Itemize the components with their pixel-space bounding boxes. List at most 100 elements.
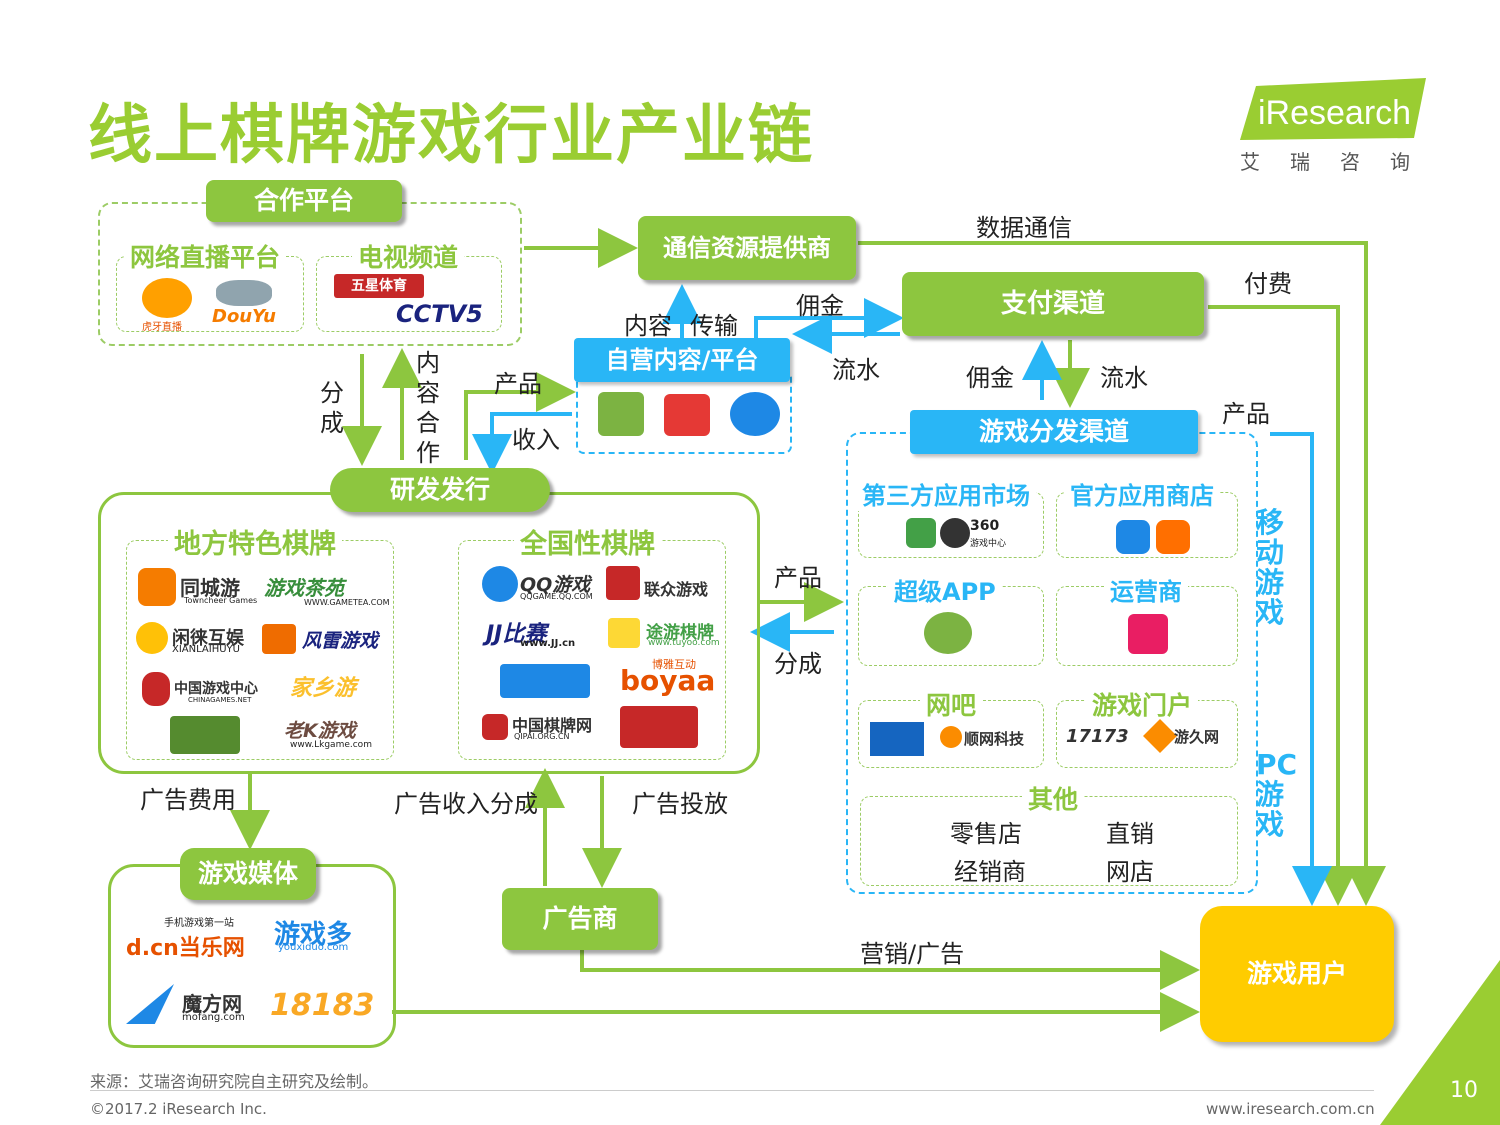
chinagames-text: 中国游戏中心: [174, 681, 258, 697]
cctv5-logo: CCTV5: [396, 300, 483, 328]
income-label: 收入: [512, 426, 560, 454]
commission-right-label: 佣金: [966, 364, 1014, 392]
qqgame-text: QQ游戏: [520, 574, 591, 596]
sina-logo: [870, 722, 924, 756]
iresearch-logo: iResearch: [1240, 78, 1426, 140]
gametea-text: 游戏茶苑: [264, 576, 344, 600]
18183-text: 18183: [270, 988, 375, 1023]
tuyoo-icon: [608, 618, 640, 648]
boyaa-cn-text: 博雅互动: [652, 658, 696, 671]
xianlai-en: XIANLAIHUYU: [172, 644, 240, 655]
laok-url: www.Lkgame.com: [290, 740, 372, 750]
corner-triangle: [1380, 960, 1500, 1125]
commission-top-label: 佣金: [796, 292, 844, 320]
direct-label: 直销: [1106, 820, 1154, 848]
360-text: 360: [970, 518, 1000, 534]
shunwang-icon: [940, 726, 962, 748]
qipai-text: 中国棋牌网: [512, 716, 593, 735]
live-platform-label: 网络直播平台: [124, 238, 287, 274]
huya-logo: [142, 278, 192, 318]
share-mid-label: 分成: [774, 650, 822, 678]
data-comm-label: 数据通信: [976, 214, 1072, 242]
footer-url: www.iresearch.com.cn: [1206, 1100, 1375, 1118]
marketing-label: 营销/广告: [860, 940, 965, 968]
pokercity-logo: [620, 706, 698, 748]
ad-fee-label: 广告费用: [140, 786, 236, 814]
shijie-logo: [500, 664, 590, 698]
content-coop-label: 内容合作: [416, 349, 440, 467]
qipai-url: QIPAI.ORG.CN: [514, 732, 570, 741]
chinagames-en: CHINAGAMES.NET: [188, 696, 252, 704]
ad-income-share-label: 广告收入分成: [394, 790, 538, 818]
operator-label: 运营商: [1104, 572, 1188, 607]
lianzhong-text: 联众游戏: [644, 580, 709, 599]
official-store-label: 官方应用商店: [1064, 476, 1220, 511]
payment-channel-box: 支付渠道: [902, 272, 1204, 336]
qqgame-icon: [482, 566, 518, 602]
super-app-label: 超级APP: [888, 572, 1002, 607]
qqgame-url: QQGAME.QQ.COM: [520, 592, 593, 601]
turnover-right-label: 流水: [1100, 364, 1148, 392]
portal-label: 游戏门户: [1086, 686, 1199, 722]
boyaa-text: boyaa: [620, 664, 716, 697]
product-right-label: 产品: [1222, 400, 1270, 428]
app-market-icon: [906, 518, 936, 548]
mobile-games-label: 移动游戏: [1256, 506, 1285, 629]
telecom-provider-box: 通信资源提供商: [638, 216, 856, 280]
page-number: 10: [1450, 1078, 1478, 1103]
third-party-label: 第三方应用市场: [856, 476, 1036, 511]
dangle-slogan: 手机游戏第一站: [164, 918, 234, 929]
wuxing-logo: 五星体育: [334, 274, 424, 298]
local-chess-label: 地方特色棋牌: [168, 522, 342, 561]
fee-label: 付费: [1244, 270, 1292, 298]
mofang-url: mofang.com: [182, 1012, 245, 1023]
tongchengyou-en: Towncheer Games: [184, 596, 258, 605]
xianlai-text: 闲徕互娱: [172, 628, 244, 649]
tongchengyou-text: 同城游: [180, 576, 240, 600]
dealer-label: 经销商: [954, 858, 1026, 886]
youxiduo-url: youxiduo.com: [278, 942, 349, 953]
lianzhong-icon: [606, 566, 640, 600]
game-media-box: 游戏媒体: [180, 848, 316, 900]
page-title: 线上棋牌游戏行业产业链: [88, 99, 814, 173]
17173-text: 17173: [1066, 726, 1129, 747]
bianfeng-logo: [170, 716, 240, 754]
app-store-icon: [1116, 520, 1150, 554]
xianlai-icon: [136, 622, 168, 654]
gametea-url: WWW.GAMETEA.COM: [304, 598, 390, 607]
jj-url: www.JJ.cn: [520, 638, 576, 649]
copyright-text: ©2017.2 iResearch Inc.: [90, 1100, 267, 1118]
distribution-box: 游戏分发渠道: [910, 410, 1198, 454]
self-content-box: 自营内容/平台: [574, 338, 790, 382]
fenglei-text: 风雷游戏: [302, 630, 379, 652]
360-icon: [940, 518, 970, 548]
tuyoo-url: www.tuyoo.com: [648, 638, 720, 648]
mofang-text: 魔方网: [182, 992, 242, 1016]
coop-platform-box: 合作平台: [206, 180, 402, 222]
cart-icon: [1128, 614, 1168, 654]
turnover-left-label: 流水: [832, 356, 880, 384]
douyu-text: DouYu: [212, 306, 276, 327]
source-text: 来源：艾瑞咨询研究院自主研究及绘制。: [90, 1072, 379, 1091]
mi-store-icon: [1156, 520, 1190, 554]
product-mid-label: 产品: [774, 564, 822, 592]
fenglei-icon: [262, 624, 296, 654]
product-self-label: 产品: [494, 370, 542, 398]
footer-divider: [90, 1090, 1374, 1091]
share-label: 分成: [320, 379, 344, 437]
laok-text: 老K游戏: [284, 720, 356, 742]
online-store-label: 网店: [1106, 858, 1154, 886]
360-sub-text: 游戏中心: [970, 539, 1007, 549]
brand-text: iResearch: [1258, 94, 1411, 132]
advertiser-box: 广告商: [502, 888, 658, 950]
qq-penguin-icon: [730, 392, 780, 436]
shunwang-text: 顺网科技: [964, 730, 1025, 748]
youxiduo-text: 游戏多: [274, 920, 353, 950]
tuyoo-text: 途游棋牌: [646, 623, 714, 643]
pc-games-label: PC游戏: [1256, 748, 1298, 841]
tongchengyou-icon: [138, 568, 176, 606]
jj-text: JJ比赛: [486, 622, 547, 647]
douyu-logo: [216, 280, 272, 306]
9you-text: 游久网: [1174, 728, 1220, 746]
qipai-icon: [482, 714, 508, 740]
